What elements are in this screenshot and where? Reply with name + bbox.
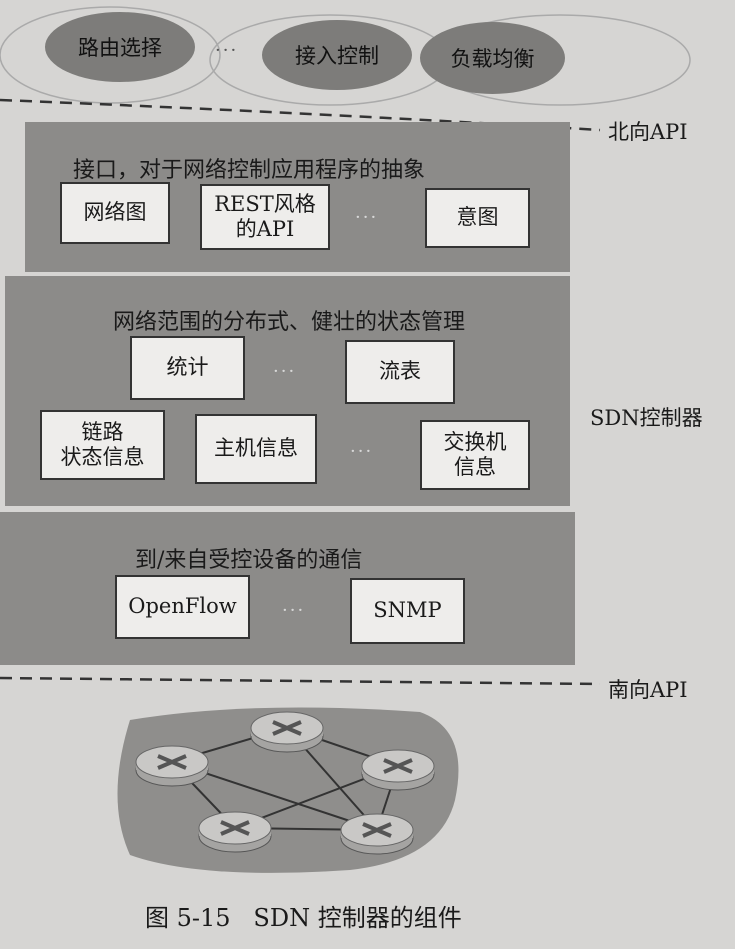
router-icon: [361, 749, 435, 791]
ellipsis: ···: [273, 361, 297, 382]
box-switch-info: 交换机 信息: [420, 420, 530, 490]
layer-title: 接口，对于网络控制应用程序的抽象: [73, 158, 426, 183]
southbound-api-line: [0, 676, 601, 686]
northbound-api-label: 北向API: [608, 120, 688, 144]
layer-title: 到/来自受控设备的通信: [135, 548, 363, 573]
router-icon: [135, 745, 209, 787]
figure-caption: 图 5-15 SDN 控制器的组件: [145, 904, 462, 932]
ellipsis: ···: [350, 441, 374, 462]
box-rest-api: REST风格 的API: [200, 184, 330, 250]
layer-title: 网络范围的分布式、健壮的状态管理: [113, 310, 466, 335]
box-host-info: 主机信息: [195, 414, 317, 484]
box-statistics: 统计: [130, 336, 245, 400]
box-snmp: SNMP: [350, 578, 465, 644]
box-intent: 意图: [425, 188, 530, 248]
box-network-graph: 网络图: [60, 182, 170, 244]
app-ellipsis: ···: [215, 40, 239, 61]
northbound-api-line: [0, 98, 601, 132]
app-access-control: 接入控制: [262, 20, 412, 90]
box-openflow: OpenFlow: [115, 575, 250, 639]
router-icon: [198, 811, 272, 853]
router-icon: [250, 711, 324, 753]
layer-device-communication: 到/来自受控设备的通信 OpenFlow ··· SNMP: [0, 512, 575, 665]
southbound-api-label: 南向API: [608, 678, 688, 702]
layer-interface: 接口，对于网络控制应用程序的抽象 网络图 REST风格 的API ··· 意图: [25, 122, 570, 272]
app-routing: 路由选择: [45, 12, 195, 82]
router-icon: [340, 813, 414, 855]
layer-state-management: 网络范围的分布式、健壮的状态管理 统计 ··· 流表 链路 状态信息 主机信息 …: [5, 276, 570, 506]
box-flow-table: 流表: [345, 340, 455, 404]
app-load-balancing: 负载均衡: [420, 22, 565, 94]
box-link-state: 链路 状态信息: [40, 410, 165, 480]
ellipsis: ···: [282, 600, 306, 621]
ellipsis: ···: [355, 207, 379, 228]
sdn-controller-label: SDN控制器: [590, 406, 703, 430]
